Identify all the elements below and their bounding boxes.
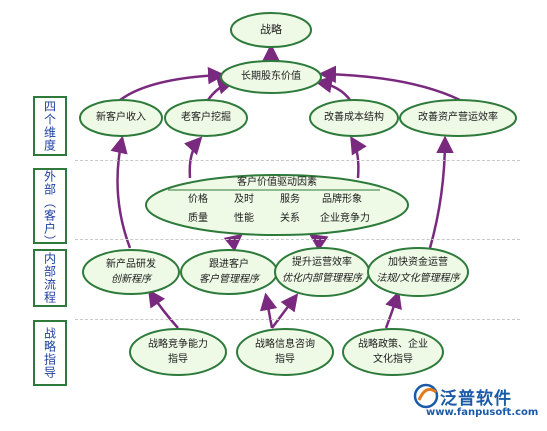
- logo-name: 泛普软件: [440, 389, 512, 409]
- row-label-text: 外部（客户）: [42, 170, 57, 248]
- row-label-four-dimensions: 四个维度: [33, 96, 67, 156]
- row-separator: [75, 319, 520, 320]
- row-label-text: 战略指导: [42, 327, 57, 379]
- node-old-customer-mining-shape: [164, 99, 248, 137]
- node-follow-customer-title: 跟进客户: [209, 259, 249, 270]
- arrow-follow-to-drivers: [223, 233, 243, 252]
- node-improve-ops-title: 提升运营效率: [292, 257, 352, 268]
- arrow-funds-to-asset: [428, 135, 454, 249]
- node-new-product-dev-shape: [82, 249, 180, 295]
- driver-price: 价格: [188, 194, 208, 205]
- node-strategy-shape: [230, 12, 312, 48]
- node-shareholder-value-shape: [220, 60, 322, 94]
- flow-arrows: [110, 43, 461, 329]
- row-label-internal-process: 内部流程: [33, 249, 67, 307]
- node-follow-customer-shape: [180, 249, 278, 295]
- row-label-text: 四个维度: [42, 100, 57, 152]
- node-guide-info-consulting-shape: [236, 328, 334, 376]
- node-speed-funds-shape: [367, 247, 469, 297]
- node-new-customer-revenue: 新客户收入: [96, 112, 146, 123]
- arrow-asset-to-value: [318, 65, 461, 102]
- node-speed-funds-title: 加快资金运营: [388, 257, 448, 268]
- drivers-title: 客户价值驱动因素: [237, 177, 317, 188]
- node-improve-asset-efficiency: 改善资产营运效率: [418, 112, 498, 123]
- arrow-drivers-to-oldcust: [184, 136, 203, 179]
- node-guide-info-consulting-line1: 战略信息咨询: [255, 339, 315, 350]
- node-guide-competitiveness-shape: [129, 328, 227, 376]
- node-guide-competitiveness-line2: 指导: [168, 354, 188, 365]
- row-separator: [75, 160, 520, 161]
- arrow-guide1-to-newprod: [148, 289, 179, 329]
- driver-relationship: 关系: [280, 213, 300, 224]
- driver-brand-image: 品牌形象: [322, 194, 362, 205]
- node-guide-info-consulting-line2: 指导: [275, 354, 295, 365]
- node-improve-ops-sub: 优化内部管理程序: [282, 273, 362, 284]
- driver-competitiveness: 企业竞争力: [320, 213, 370, 224]
- node-new-product-dev-sub: 创新程序: [111, 274, 151, 285]
- row-separator: [75, 239, 520, 240]
- node-guide-competitiveness-line1: 战略竞争能力: [148, 339, 208, 350]
- arrow-guide2-to-follow: [259, 292, 278, 329]
- node-guide-policy-culture-line1: 战略政策、企业: [358, 339, 428, 350]
- arrow-guide2-to-ops: [271, 293, 299, 329]
- arrow-newrev-to-value: [119, 66, 226, 102]
- driver-service: 服务: [280, 194, 300, 205]
- arrow-ops-to-drivers: [309, 234, 329, 252]
- node-guide-policy-culture-line2: 文化指导: [373, 354, 413, 365]
- arrow-cost-to-value: [314, 75, 352, 101]
- arrow-newprod-to-newrev: [110, 135, 132, 249]
- driver-performance: 性能: [234, 213, 254, 224]
- logo-mark: [413, 383, 439, 409]
- row-label-strategic-guidance: 战略指导: [33, 320, 67, 386]
- node-shareholder-value: 长期股东价值: [241, 71, 301, 82]
- node-improve-asset-efficiency-shape: [399, 99, 517, 137]
- node-new-product-dev-title: 新产品研发: [106, 259, 156, 270]
- node-old-customer-mining: 老客户挖掘: [181, 112, 231, 123]
- driver-timely: 及时: [234, 194, 254, 205]
- arrow-guide3-to-funds: [384, 290, 402, 329]
- row-label-text: 内部流程: [42, 252, 57, 304]
- node-improve-cost-structure: 改善成本结构: [324, 112, 384, 123]
- row-label-external-customer: 外部（客户）: [33, 168, 67, 248]
- node-strategy: 战略: [260, 23, 282, 36]
- node-new-customer-revenue-shape: [79, 99, 163, 137]
- arrow-drivers-to-cost: [350, 136, 367, 179]
- driver-quality: 质量: [188, 213, 208, 224]
- node-follow-customer-sub: 客户管理程序: [199, 274, 259, 285]
- node-speed-funds-sub: 法规/文化管理程序: [376, 273, 460, 284]
- logo-url: www.fanpusoft.com: [426, 407, 539, 418]
- node-guide-policy-culture-shape: [342, 328, 444, 376]
- node-improve-cost-structure-shape: [309, 99, 399, 137]
